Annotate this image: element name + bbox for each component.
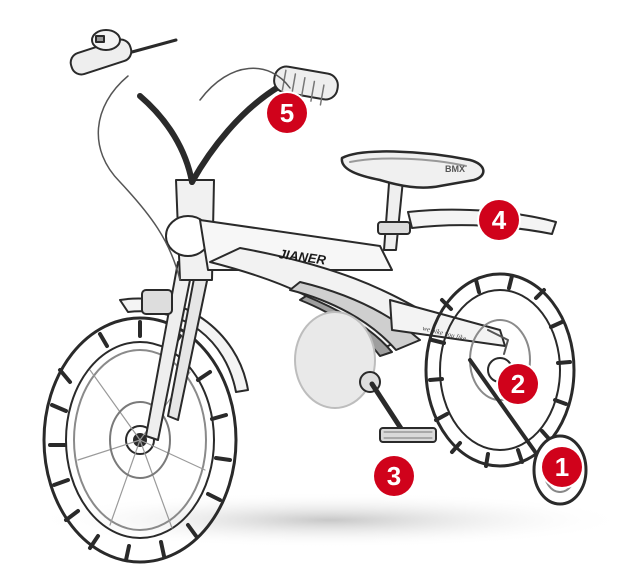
main-frame: JIANER	[199, 219, 441, 357]
front-wheel	[42, 316, 238, 564]
marker-1: 1	[542, 447, 582, 487]
ground-shadow	[30, 492, 628, 548]
marker-3: 3	[374, 456, 414, 496]
brake-cable	[97, 67, 291, 281]
marker-5: 5	[267, 93, 307, 133]
rear-wheel	[424, 272, 576, 468]
seat: BMX	[340, 150, 485, 251]
frame-brand-text: JIANER	[278, 246, 328, 268]
chain-guard	[294, 311, 376, 409]
marker-2: 2	[498, 364, 538, 404]
marker-4: 4	[479, 200, 519, 240]
pedal	[369, 381, 437, 443]
handlebar	[69, 29, 339, 185]
seat-brand-text: BMX	[445, 164, 465, 174]
